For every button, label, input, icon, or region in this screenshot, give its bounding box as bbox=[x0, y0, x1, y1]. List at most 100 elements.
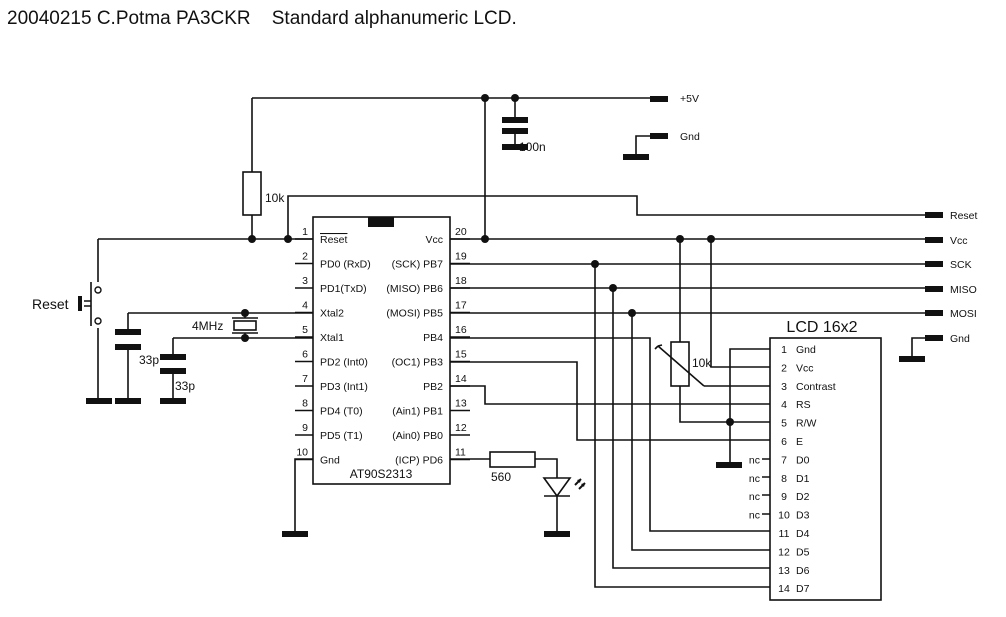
lcd-pin-number: 5 bbox=[781, 418, 787, 430]
junction-dot bbox=[726, 418, 734, 426]
mcu-pin-name: PD3 (Int1) bbox=[320, 381, 368, 393]
wire-mcu-gnd bbox=[294, 458, 313, 533]
isp-label: MISO bbox=[950, 284, 977, 296]
terminal-isp-vcc bbox=[925, 237, 943, 243]
ground-symbol bbox=[899, 356, 925, 362]
lcd-pin-name: RS bbox=[796, 399, 811, 411]
junction-dot bbox=[676, 235, 684, 243]
mcu-pin-number: 16 bbox=[455, 324, 467, 336]
terminal-isp-miso bbox=[925, 286, 943, 292]
wire-gnd-top bbox=[635, 135, 650, 156]
terminal-isp-gnd bbox=[925, 335, 943, 341]
mcu-pin-name: PD4 (T0) bbox=[320, 406, 363, 418]
lcd-pin-name: D0 bbox=[796, 454, 810, 466]
lcd-pin-number: 3 bbox=[781, 381, 787, 393]
mcu-pin-number: 5 bbox=[302, 324, 308, 336]
wire-d4 bbox=[450, 337, 770, 532]
junction-dot bbox=[248, 235, 256, 243]
ground-symbol bbox=[86, 398, 112, 404]
label-gnd-top: Gnd bbox=[680, 131, 700, 143]
mcu-pin-name: PB2 bbox=[423, 381, 443, 393]
lcd-pin-number: 9 bbox=[781, 491, 787, 503]
wire-d5 bbox=[631, 313, 770, 551]
lcd-pin-name: R/W bbox=[796, 418, 817, 430]
wire-d7 bbox=[594, 264, 770, 588]
mcu-pin-number: 17 bbox=[455, 300, 467, 312]
wire-e bbox=[450, 361, 770, 441]
wire-rs bbox=[450, 385, 770, 405]
mcu-pin-name: Reset bbox=[320, 234, 348, 246]
contrast-potentiometer bbox=[654, 341, 705, 387]
lcd-pin-number: 13 bbox=[778, 565, 790, 577]
terminals bbox=[86, 96, 943, 537]
nc-stubs bbox=[762, 458, 770, 515]
junction-dot bbox=[511, 94, 519, 102]
lcd-pin-name: Contrast bbox=[796, 381, 836, 393]
mcu-notch bbox=[368, 217, 394, 227]
mcu-pin-number: 6 bbox=[302, 349, 308, 361]
lcd-nc-label: nc bbox=[749, 491, 760, 503]
terminal-gnd-top bbox=[650, 133, 668, 139]
mcu-pin-number: 4 bbox=[302, 300, 308, 312]
mcu-pin-name: PD0 (RxD) bbox=[320, 259, 371, 271]
ground-symbol bbox=[115, 398, 141, 404]
mcu-pin-number: 13 bbox=[455, 398, 467, 410]
lcd-pin-number: 14 bbox=[778, 583, 790, 595]
ground-symbol bbox=[544, 531, 570, 537]
mcu-pin-number: 11 bbox=[455, 447, 466, 459]
lcd-pin-number: 1 bbox=[781, 344, 787, 356]
capacitor-33p-2 bbox=[160, 354, 186, 374]
mcu-pin-name: (Ain1) PB1 bbox=[392, 406, 443, 418]
mcu-pin-name: (ICP) PD6 bbox=[395, 455, 443, 467]
label-pullup-10k: 10k bbox=[265, 191, 285, 205]
label-cap2: 33p bbox=[175, 379, 195, 393]
resistor-560 bbox=[489, 451, 536, 468]
reset-switch[interactable] bbox=[78, 282, 102, 326]
junction-dot bbox=[628, 309, 636, 317]
wires bbox=[97, 97, 925, 588]
lcd-nc-label: nc bbox=[749, 510, 760, 522]
lcd-pin-number: 8 bbox=[781, 473, 787, 485]
junction-dot bbox=[591, 260, 599, 268]
label-560: 560 bbox=[491, 470, 511, 484]
mcu-pin-name: (Ain0) PB0 bbox=[392, 430, 443, 442]
ground-symbol bbox=[716, 462, 742, 468]
mcu-pin-number: 9 bbox=[302, 422, 308, 434]
junction-dot bbox=[707, 235, 715, 243]
lcd-pin-number: 4 bbox=[781, 399, 787, 411]
mcu-pin-number: 15 bbox=[455, 349, 467, 361]
terminal-isp-mosi bbox=[925, 310, 943, 316]
ground-symbol bbox=[282, 531, 308, 537]
lcd-pin-name: D1 bbox=[796, 473, 810, 485]
lcd-pin-number: 6 bbox=[781, 436, 787, 448]
terminal-5v bbox=[650, 96, 668, 102]
junction-dot bbox=[284, 235, 292, 243]
wire-isp-reset bbox=[287, 195, 925, 239]
label-pot-10k: 10k bbox=[692, 356, 712, 370]
isp-label: Vcc bbox=[950, 235, 968, 247]
terminal-isp-sck bbox=[925, 261, 943, 267]
wire-d6 bbox=[612, 288, 770, 569]
schematic-title: 20040215 C.Potma PA3CKR Standard alphanu… bbox=[7, 8, 517, 29]
capacitor-100n bbox=[502, 117, 528, 134]
wire-lcd-vcc bbox=[710, 239, 770, 368]
lcd-title: LCD 16x2 bbox=[786, 319, 857, 336]
crystal-symbol bbox=[232, 313, 258, 338]
mcu-pin-number: 2 bbox=[302, 251, 308, 263]
mcu-pin-number: 18 bbox=[455, 275, 467, 287]
junctions bbox=[241, 94, 734, 426]
mcu-pin-name: PD1(TxD) bbox=[320, 283, 367, 295]
mcu-pin-number: 3 bbox=[302, 275, 308, 287]
lcd-pin-name: D3 bbox=[796, 510, 810, 522]
lcd-pin-name: Vcc bbox=[796, 362, 814, 374]
mcu-pin-name: PB4 bbox=[423, 332, 443, 344]
mcu-pin-name: Gnd bbox=[320, 455, 340, 467]
lcd-nc-label: nc bbox=[749, 473, 760, 485]
lcd-pin-number: 12 bbox=[778, 546, 790, 558]
wire-isp-gnd bbox=[911, 337, 925, 358]
lcd-pin-name: D4 bbox=[796, 528, 810, 540]
lcd-pin-number: 2 bbox=[781, 362, 787, 374]
resistor-10k-pullup bbox=[242, 171, 262, 216]
